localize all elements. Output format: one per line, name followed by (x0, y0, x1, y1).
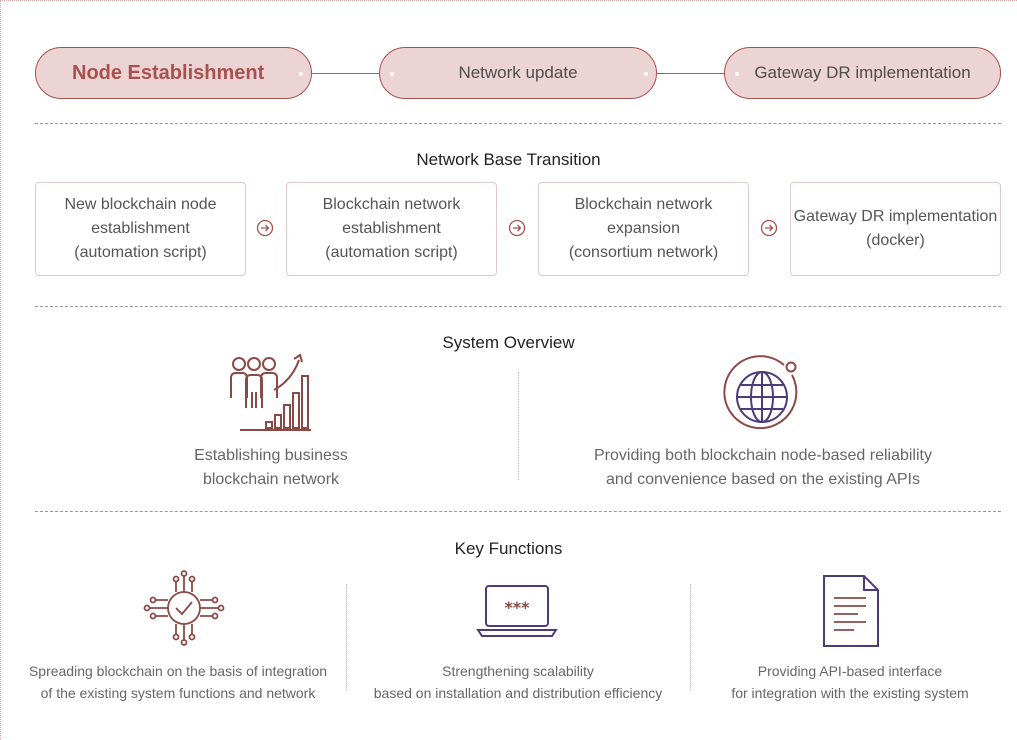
stage-dot (735, 72, 739, 76)
overview-caption: Providing both blockchain node-based rel… (540, 444, 986, 492)
caption-line: based on installation and distribution e… (373, 685, 663, 701)
step-line: (automation script) (325, 244, 458, 261)
step-line: Blockchain network (322, 196, 461, 213)
column-divider (518, 372, 519, 480)
stage-label: Gateway DR implementation (754, 63, 971, 82)
system-overview-title: System Overview (442, 333, 575, 352)
stage-connector (312, 73, 380, 74)
frame-left-border (0, 0, 1, 740)
step-line: establishment (342, 220, 441, 237)
globe-icon (723, 355, 798, 430)
caption-line: blockchain network (202, 471, 340, 488)
caption-line: of the existing system functions and net… (40, 685, 316, 701)
frame-top-border (0, 0, 1017, 1)
step-line: (docker) (866, 232, 925, 249)
step-line: (automation script) (74, 244, 207, 261)
caption-line: for integration with the existing system (731, 685, 969, 701)
column-divider (690, 584, 691, 690)
step-line: (consortium network) (568, 244, 719, 261)
caption-line: Providing API-based interface (757, 663, 943, 679)
circuit-check-icon (143, 570, 225, 646)
step-line: Gateway DR implementation (793, 208, 998, 225)
stage-gateway-dr[interactable]: Gateway DR implementation (724, 47, 1001, 99)
step-box: Blockchain network expansion (consortium… (538, 182, 749, 276)
arrow-right-icon (508, 219, 526, 237)
stage-dot (299, 72, 303, 76)
stage-node-establishment[interactable]: Node Establishment (35, 47, 312, 99)
network-base-title: Network Base Transition (416, 150, 601, 169)
section-divider (35, 306, 1001, 307)
stage-label: Node Establishment (72, 61, 265, 84)
column-divider (346, 584, 347, 690)
step-line: expansion (607, 220, 680, 237)
svg-text:***: *** (504, 598, 530, 617)
section-divider (35, 511, 1001, 512)
caption-line: Spreading blockchain on the basis of int… (28, 663, 328, 679)
overview-caption: Establishing business blockchain network (120, 444, 422, 492)
step-box: Gateway DR implementation (docker) (790, 182, 1001, 276)
caption-line: and convenience based on the existing AP… (606, 471, 920, 488)
function-caption: Strengthening scalability based on insta… (356, 660, 680, 704)
people-growth-icon (230, 353, 311, 431)
function-caption: Spreading blockchain on the basis of int… (8, 660, 348, 704)
step-line: New blockchain node (64, 196, 217, 213)
caption-line: Providing both blockchain node-based rel… (594, 447, 932, 464)
arrow-right-icon (256, 219, 274, 237)
stage-dot (390, 72, 394, 76)
caption-line: Establishing business (194, 447, 348, 464)
step-box: New blockchain node establishment (autom… (35, 182, 246, 276)
key-functions-title: Key Functions (454, 539, 563, 558)
document-icon (823, 575, 879, 647)
caption-line: Strengthening scalability (442, 663, 594, 679)
stage-label: Network update (458, 63, 578, 82)
step-box: Blockchain network establishment (automa… (286, 182, 497, 276)
stage-network-update[interactable]: Network update (379, 47, 657, 99)
arrow-right-icon (760, 219, 778, 237)
step-line: Blockchain network (574, 196, 713, 213)
section-divider (35, 123, 1001, 124)
laptop-password-icon: *** (476, 585, 558, 637)
stage-dot (644, 72, 648, 76)
stage-connector (657, 73, 725, 74)
step-line: establishment (91, 220, 190, 237)
function-caption: Providing API-based interface for integr… (700, 660, 1000, 704)
